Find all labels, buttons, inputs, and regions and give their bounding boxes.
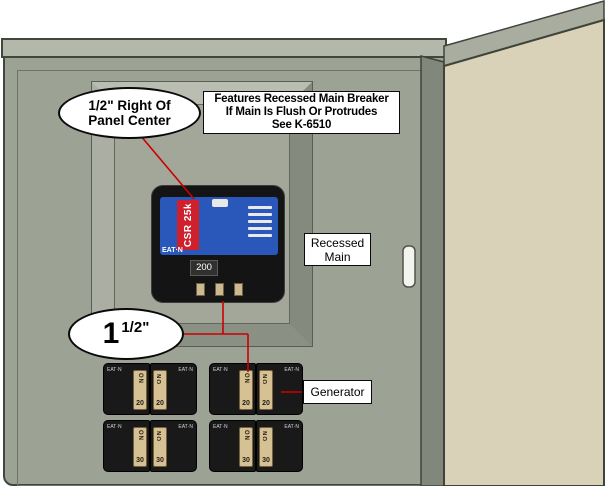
breaker-toggle: ON 20 — [153, 370, 167, 410]
breaker-pair: EAT·N ON 30 EAT·N ON 30 — [209, 420, 303, 472]
recessed-main-line1: Recessed — [310, 235, 365, 250]
generator-label: Generator — [303, 380, 372, 404]
main-breaker-blue-face: CSR 25k EAT·N — [160, 197, 278, 255]
branch-breaker: EAT·N ON 20 — [103, 363, 150, 415]
spacing-whole: 1 — [102, 317, 120, 350]
branch-breaker: EAT·N ON 20 — [209, 363, 256, 415]
door-latch-handle — [402, 245, 416, 288]
breaker-state: ON — [243, 373, 249, 384]
breaker-brand-stamp: EAT·N — [107, 424, 122, 430]
generator-label-text: Generator — [310, 385, 365, 399]
breaker-toggle: ON 30 — [239, 427, 253, 467]
main-breaker-rating: 200 — [190, 260, 218, 276]
callout-spacing: 1 1/2" — [68, 308, 184, 360]
breaker-toggle: ON 30 — [153, 427, 167, 467]
breaker-amp: 20 — [136, 400, 144, 407]
main-breaker-window — [212, 199, 228, 207]
breaker-pair-generator: EAT·N ON 20 EAT·N ON 20 — [209, 363, 303, 415]
breaker-state: ON — [243, 430, 249, 441]
breaker-toggle: ON 30 — [259, 427, 273, 467]
breaker-toggle: ON 20 — [133, 370, 147, 410]
branch-breaker: EAT·N ON 20 — [256, 363, 303, 415]
note-line3: See K-6510 — [271, 119, 332, 131]
leader-lines — [139, 134, 302, 393]
spacing-fraction: 1/2" — [121, 319, 149, 336]
breaker-brand-stamp: EAT·N — [213, 367, 228, 373]
recess-face — [114, 104, 290, 324]
door-face — [443, 18, 605, 486]
eaton-logo: EAT·N — [162, 247, 183, 254]
main-breaker: CSR 25k EAT·N 200 — [151, 185, 285, 303]
note-line1: Features Recessed Main Breaker — [214, 93, 389, 105]
breaker-state: ON — [137, 430, 143, 441]
note-line2: If Main Is Flush Or Protrudes — [225, 106, 378, 118]
recessed-main-line2: Main — [324, 249, 351, 264]
leader-offset — [139, 134, 195, 200]
branch-breaker: EAT·N ON 20 — [150, 363, 197, 415]
branch-breaker: EAT·N ON 30 — [150, 420, 197, 472]
breaker-pair: EAT·N ON 20 EAT·N ON 20 — [103, 363, 197, 415]
spacing-fraction-value: 1/2 — [121, 318, 143, 336]
main-breaker-lugs — [196, 283, 243, 296]
callout-offset-line2: Panel Center — [88, 113, 171, 128]
note-box: Features Recessed Main Breaker If Main I… — [203, 91, 400, 134]
breaker-amp: 30 — [156, 457, 164, 464]
branch-breaker: EAT·N ON 30 — [103, 420, 150, 472]
breaker-brand-stamp: EAT·N — [213, 424, 228, 430]
breaker-amp: 20 — [242, 400, 250, 407]
breaker-amp: 20 — [262, 400, 270, 407]
branch-breaker: EAT·N ON 30 — [209, 420, 256, 472]
breaker-pair: EAT·N ON 30 EAT·N ON 30 — [103, 420, 197, 472]
breaker-toggle: ON 20 — [259, 370, 273, 410]
breaker-state: ON — [137, 373, 143, 384]
breaker-brand-stamp: EAT·N — [284, 424, 299, 430]
breaker-amp: 20 — [156, 400, 164, 407]
recessed-main-label: Recessed Main — [304, 233, 371, 266]
breaker-toggle: ON 30 — [133, 427, 147, 467]
main-breaker-label: CSR 25k — [177, 200, 199, 250]
panel-side-wall — [420, 55, 445, 486]
breaker-brand-stamp: EAT·N — [178, 424, 193, 430]
callout-offset-line1: 1/2" Right Of — [88, 98, 171, 113]
breaker-brand-stamp: EAT·N — [284, 367, 299, 373]
breaker-brand-stamp: EAT·N — [178, 367, 193, 373]
branch-breaker: EAT·N ON 30 — [256, 420, 303, 472]
callout-offset: 1/2" Right Of Panel Center — [58, 87, 201, 139]
breaker-amp: 30 — [136, 457, 144, 464]
breaker-toggle: ON 20 — [239, 370, 253, 410]
breaker-amp: 30 — [262, 457, 270, 464]
spacing-unit: " — [142, 318, 150, 336]
breaker-amp: 30 — [242, 457, 250, 464]
breaker-brand-stamp: EAT·N — [107, 367, 122, 373]
main-breaker-vents — [248, 206, 272, 241]
